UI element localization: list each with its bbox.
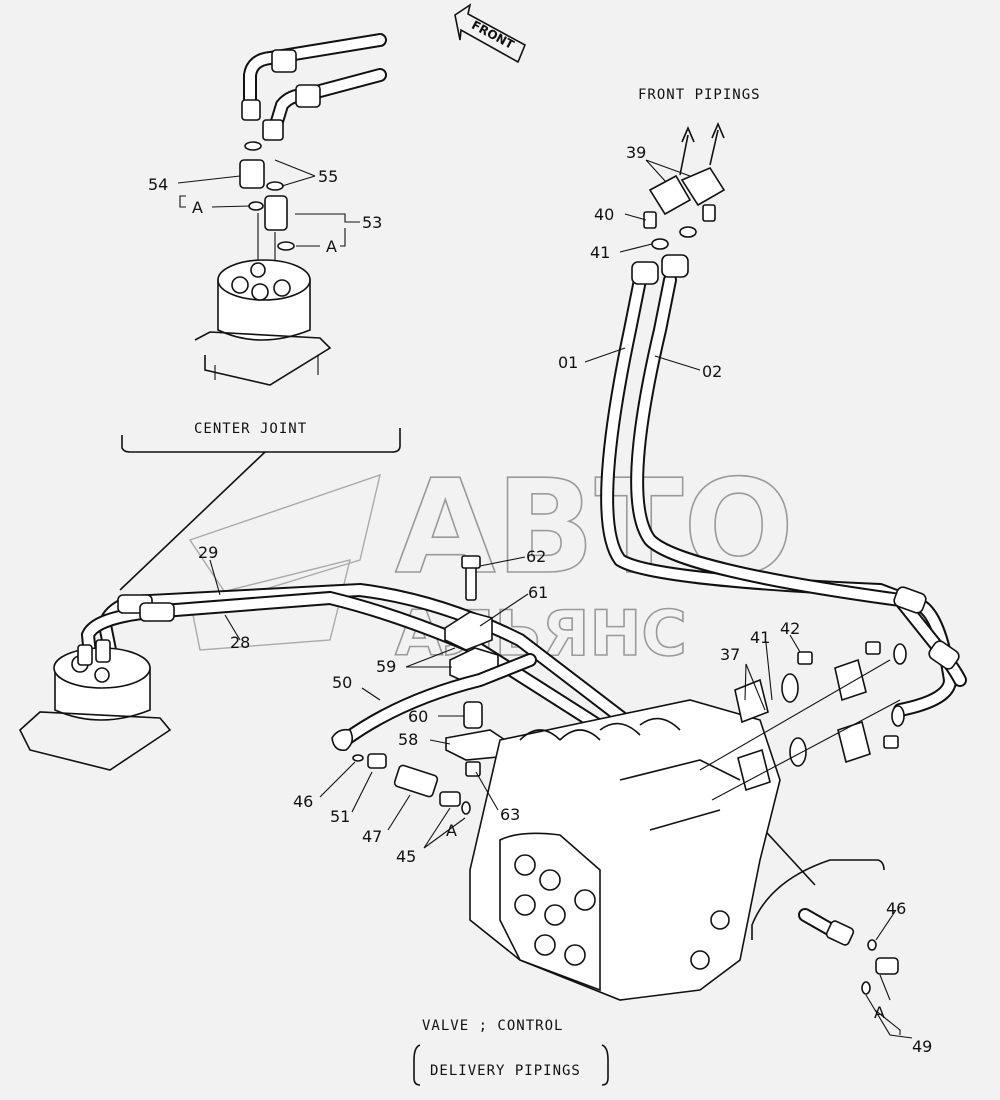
callout-60: 60 [408, 707, 428, 726]
callout-45: 45 [396, 847, 416, 866]
callout-29: 29 [198, 543, 218, 562]
center-joint-bracket [121, 428, 401, 453]
callouts: 54 55 A 53 A 39 40 41 01 02 29 28 62 61 … [148, 143, 932, 1056]
callout-37: 37 [720, 645, 740, 664]
callout-62: 62 [526, 547, 546, 566]
detail-49 [798, 908, 899, 995]
callout-46-right: 46 [886, 899, 906, 918]
callout-40: 40 [594, 205, 614, 224]
callout-a-4: A [874, 1003, 885, 1022]
callout-42: 42 [780, 619, 800, 638]
delivery-flanges [699, 641, 907, 801]
callout-51: 51 [330, 807, 350, 826]
clamp-group [331, 555, 537, 815]
callout-41-top: 41 [590, 243, 610, 262]
front-pipings-hoses [600, 121, 967, 717]
center-joint-detail [194, 33, 387, 386]
callout-39: 39 [626, 143, 646, 162]
caption-delivery-pipings: DELIVERY PIPINGS [430, 1063, 581, 1079]
callout-a-1: A [192, 198, 203, 217]
callout-55: 55 [318, 167, 338, 186]
caption-front-pipings: FRONT PIPINGS [638, 87, 761, 103]
callout-46-left: 46 [293, 792, 313, 811]
callout-54: 54 [148, 175, 168, 194]
callout-01: 01 [558, 353, 578, 372]
callout-58: 58 [398, 730, 418, 749]
delivery-bracket-right [601, 1044, 609, 1086]
callout-53: 53 [362, 213, 382, 232]
caption-center-joint: CENTER JOINT [194, 421, 307, 437]
callout-a-3: A [446, 821, 457, 840]
watermark-logo [188, 473, 381, 651]
callout-47: 47 [362, 827, 382, 846]
callout-02: 02 [702, 362, 722, 381]
callout-28: 28 [230, 633, 250, 652]
callout-59: 59 [376, 657, 396, 676]
center-joint-leader [119, 451, 266, 591]
callout-41-mid: 41 [750, 628, 770, 647]
caption-valve-control: VALVE ; CONTROL [422, 1018, 563, 1034]
delivery-bracket-left [413, 1044, 421, 1086]
control-valve-body [469, 699, 781, 1001]
front-arrow: FRONT [454, 3, 527, 64]
callout-a-2: A [326, 237, 337, 256]
callout-49: 49 [912, 1037, 932, 1056]
watermark: АВТО АЛЬЯНС [188, 450, 795, 671]
callout-50: 50 [332, 673, 352, 692]
leader-lines [177, 159, 913, 1039]
callout-63: 63 [500, 805, 520, 824]
delivery-detail-bracket [751, 859, 885, 940]
callout-61: 61 [528, 583, 548, 602]
